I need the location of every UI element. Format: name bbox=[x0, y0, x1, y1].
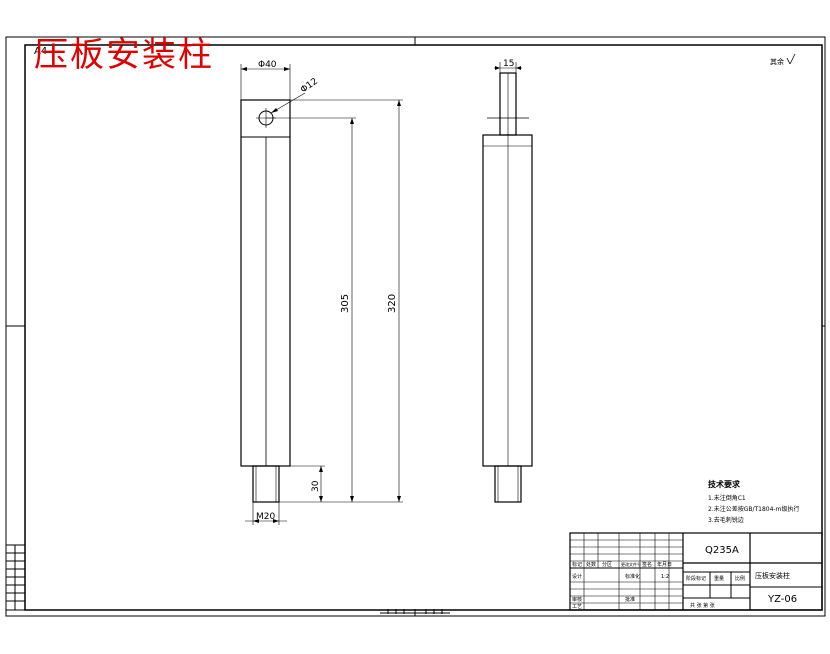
bottom-ruler bbox=[380, 609, 450, 616]
title-block: 标记 处数 分区 更改文件号 签名 年月日 设计 审核 工艺 标准化 批准 1:… bbox=[569, 532, 823, 611]
dim-length-305: 305 bbox=[266, 117, 403, 503]
side-threaded-end bbox=[494, 465, 522, 503]
dim-thread-length-text: 30 bbox=[311, 480, 321, 492]
binding-strip bbox=[5, 544, 26, 611]
sheet-size-label: A4 bbox=[34, 46, 47, 57]
tb-header-count: 处数 bbox=[586, 561, 596, 568]
tb-header-mark: 标记 bbox=[572, 561, 582, 568]
tb-header-date: 年月日 bbox=[657, 561, 672, 568]
dim-front-width: Φ40 bbox=[240, 60, 291, 100]
roughness-icon bbox=[786, 53, 796, 65]
tb-header-docno: 更改文件号 bbox=[621, 561, 641, 567]
corner-note: 其余 bbox=[770, 57, 784, 66]
dim-length-320: 320 bbox=[290, 99, 403, 502]
drawing-frame bbox=[24, 44, 823, 611]
tech-requirements: 技术要求 1.未注倒角C1 2.未注公差按GB/T1804-m级执行 3.去毛刺… bbox=[708, 479, 799, 524]
overlay-title: 压板安装柱 bbox=[34, 35, 214, 75]
dim-thread-text: M20 bbox=[256, 512, 275, 522]
tb-row-process: 工艺 bbox=[572, 604, 582, 610]
tech-item-3: 3.去毛刺锐边 bbox=[708, 516, 744, 524]
dim-hole: Φ12 bbox=[270, 77, 320, 114]
tb-material: Q235A bbox=[705, 545, 739, 556]
dim-thread: M20 bbox=[245, 502, 287, 525]
tech-heading: 技术要求 bbox=[708, 479, 741, 489]
tb-scale-value-left: 1:2 bbox=[661, 574, 669, 580]
tb-approve: 批准 bbox=[625, 596, 635, 603]
dim-side-width-text: 15 bbox=[503, 59, 514, 69]
side-body bbox=[482, 134, 533, 467]
tb-scale-label: 比例 bbox=[735, 575, 745, 582]
tech-item-2: 2.未注公差按GB/T1804-m级执行 bbox=[708, 505, 799, 513]
dim-thread-length: 30 bbox=[290, 465, 325, 502]
tb-weight-label: 重量 bbox=[714, 575, 724, 582]
dim-length-320-text: 320 bbox=[387, 294, 398, 313]
threaded-end bbox=[252, 465, 280, 503]
tb-standardization: 标准化 bbox=[625, 573, 640, 580]
side-view: 15 bbox=[482, 59, 533, 503]
tb-row-design: 设计 bbox=[572, 573, 582, 580]
tb-sheet-label: 共 张 第 张 bbox=[690, 602, 715, 609]
dim-length-305-text: 305 bbox=[340, 294, 351, 313]
tb-header-zone: 分区 bbox=[602, 561, 612, 568]
dim-front-width-text: Φ40 bbox=[258, 60, 277, 70]
dim-hole-text: Φ12 bbox=[299, 77, 320, 96]
outer-border bbox=[5, 36, 826, 617]
tb-header-sign: 签名 bbox=[642, 561, 652, 568]
tb-stage-label: 阶段标记 bbox=[686, 575, 706, 582]
tb-part-name: 压板安装柱 bbox=[755, 571, 790, 580]
front-view: Φ40 Φ12 305 320 bbox=[240, 60, 403, 525]
tb-row-review: 审核 bbox=[572, 596, 582, 603]
column-body bbox=[240, 99, 291, 467]
tech-item-1: 1.未注倒角C1 bbox=[708, 494, 746, 502]
dim-side-width: 15 bbox=[494, 59, 522, 73]
tb-drawing-no: YZ-06 bbox=[767, 594, 797, 605]
